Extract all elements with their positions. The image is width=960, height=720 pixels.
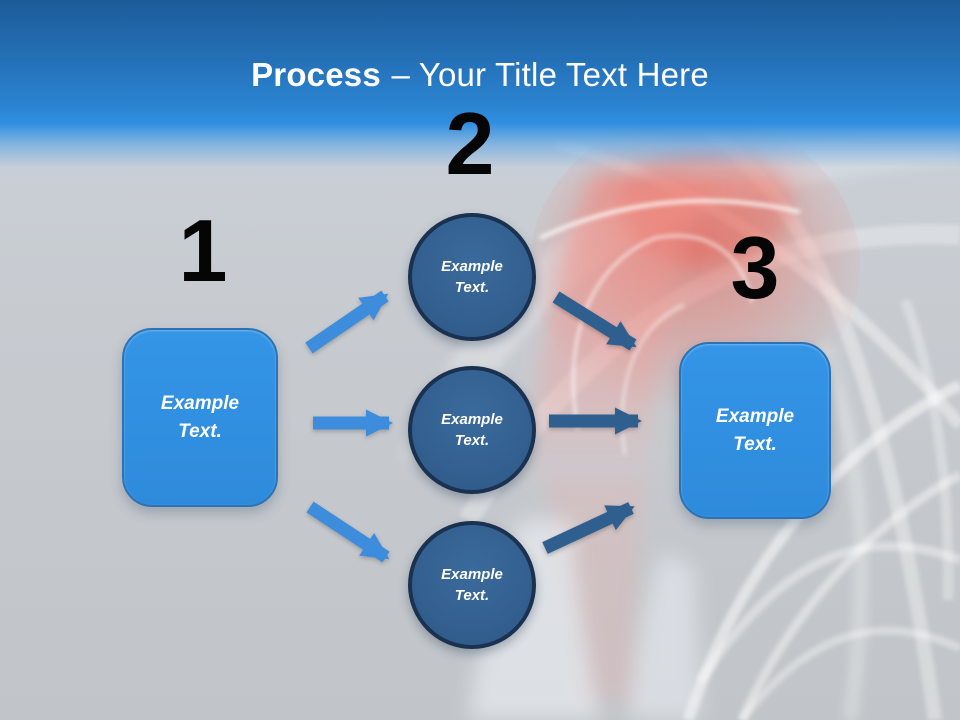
step1-box-label: Example Text. [160,392,240,442]
step1-box: Example Text. [122,328,278,507]
step-number-3: 3 [730,218,780,317]
step2-circle-bottom-label: Example Text. [441,566,503,604]
step2-circle-middle: Example Text. [408,366,536,494]
title-regular-text: – Your Title Text Here [391,56,709,93]
title-bold-text: Process [251,56,381,93]
step-number-2: 2 [445,94,495,193]
step3-box-label: Example Text. [715,405,795,455]
step2-circle-bottom: Example Text. [408,521,536,649]
step2-circle-middle-label: Example Text. [441,411,503,449]
step2-circle-top-label: Example Text. [441,258,503,296]
step2-circle-top: Example Text. [408,213,536,341]
page-title: Process – Your Title Text Here [0,55,960,95]
step-number-1: 1 [178,201,228,300]
step3-box: Example Text. [679,342,831,519]
